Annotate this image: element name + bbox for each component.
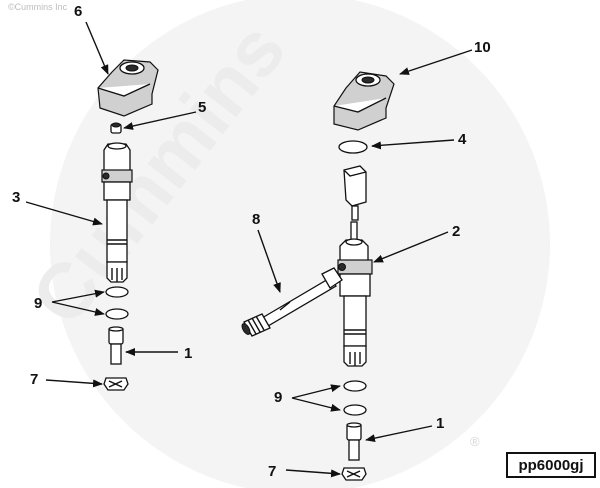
callout-10: 10 bbox=[474, 39, 491, 56]
callout-8: 8 bbox=[252, 211, 260, 228]
callout-labels: 6 5 3 9 1 7 10 4 8 2 9 1 7 bbox=[12, 3, 491, 480]
callout-2: 2 bbox=[452, 223, 460, 240]
callout-3: 3 bbox=[12, 189, 20, 206]
right-injector-assembly bbox=[241, 71, 395, 481]
right-link bbox=[343, 165, 367, 221]
callout-4: 4 bbox=[458, 131, 467, 148]
left-injector-body bbox=[101, 142, 133, 283]
copyright-text: ©Cummins Inc bbox=[8, 2, 68, 12]
left-seal-washer bbox=[103, 377, 129, 391]
left-washer-small bbox=[110, 122, 122, 134]
callout-7-left: 7 bbox=[30, 371, 38, 388]
callout-6: 6 bbox=[74, 3, 82, 20]
left-clamp bbox=[97, 59, 159, 117]
watermark: Cummins ©Cummins Inc ® bbox=[8, 0, 550, 488]
right-nozzle-tip bbox=[346, 422, 362, 461]
right-injector-body bbox=[337, 221, 373, 367]
left-o-ring-upper bbox=[105, 286, 129, 298]
left-nozzle-tip bbox=[108, 326, 124, 365]
right-o-ring-top bbox=[338, 140, 368, 154]
callout-5: 5 bbox=[198, 99, 206, 116]
right-o-ring-lower bbox=[343, 404, 367, 416]
right-seal-washer bbox=[341, 467, 367, 481]
part-code-label: pp6000gj bbox=[506, 452, 596, 478]
right-fuel-connector bbox=[241, 267, 343, 337]
left-injector-assembly bbox=[97, 59, 159, 391]
callout-9-right: 9 bbox=[274, 389, 282, 406]
left-o-ring-lower bbox=[105, 308, 129, 320]
right-clamp bbox=[333, 71, 395, 131]
leader-lines bbox=[25, 21, 473, 478]
right-o-ring-upper bbox=[343, 380, 367, 392]
callout-1-left: 1 bbox=[184, 345, 192, 362]
callout-9-left: 9 bbox=[34, 295, 42, 312]
callout-7-right: 7 bbox=[268, 463, 276, 480]
registered-mark: ® bbox=[470, 434, 480, 449]
callout-1-right: 1 bbox=[436, 415, 444, 432]
